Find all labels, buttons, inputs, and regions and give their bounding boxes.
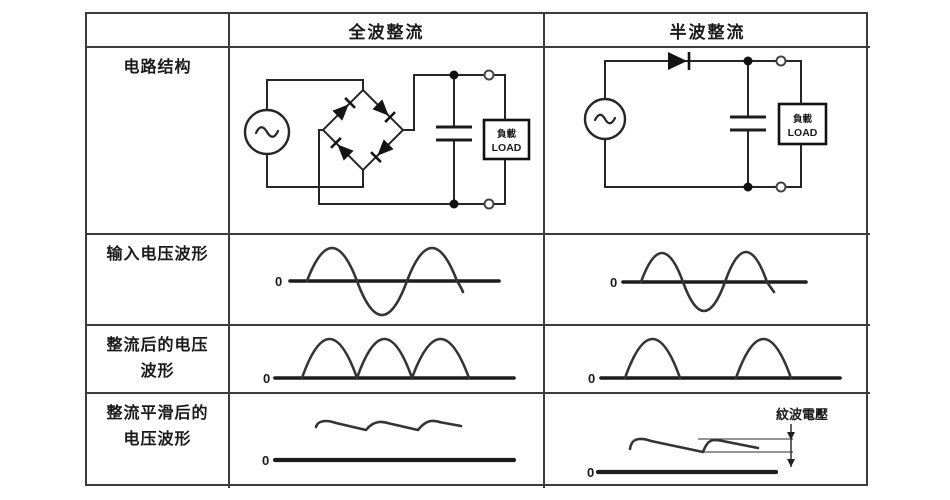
row-label-rectified-waveform: 整流后的电压 波形 xyxy=(87,326,230,394)
zero-label: 0 xyxy=(275,274,282,289)
diode-icon xyxy=(370,139,394,163)
row-label-smoothed-waveform: 整流平滑后的 电压波形 xyxy=(87,394,230,488)
header-full-wave: 全波整流 xyxy=(230,14,545,48)
output-terminal xyxy=(775,55,787,67)
row-label-text: 整流平滑后的 xyxy=(106,405,209,422)
diode-icon xyxy=(668,52,691,70)
header-half-wave: 半波整流 xyxy=(545,14,870,48)
junction-dot xyxy=(743,56,753,66)
full-wave-circuit-diagram: 負載 LOAD xyxy=(243,69,531,210)
junction-dot xyxy=(449,199,459,209)
header-empty-cell xyxy=(87,14,230,48)
full-wave-circuit-cell: 負載 LOAD xyxy=(230,48,545,235)
sine-wave xyxy=(639,250,776,313)
zero-label: 0 xyxy=(262,453,269,468)
bridge-rectifier-icon xyxy=(321,88,405,172)
full-wave-smoothed-cell: 0 xyxy=(230,394,545,488)
wires xyxy=(604,60,802,188)
half-wave-rectified-cell: 0 xyxy=(545,326,870,394)
output-terminal xyxy=(775,181,787,193)
load-label-zh: 負載 xyxy=(497,128,517,140)
sine-wave xyxy=(305,246,465,317)
junction-dot xyxy=(743,182,753,192)
ripple-voltage-label: 紋波電壓 xyxy=(776,407,828,422)
load-label-en: LOAD xyxy=(492,142,522,154)
diode-icon xyxy=(330,137,354,161)
rectified-humps xyxy=(300,337,471,380)
ac-source-icon xyxy=(583,97,627,141)
load-label-zh: 負載 xyxy=(793,113,813,125)
load-box: 負載 LOAD xyxy=(482,118,531,161)
row-label-text: 电路结构 xyxy=(123,59,192,76)
full-wave-smoothed-waveform: 0 xyxy=(262,419,517,468)
junction-dot xyxy=(449,70,459,80)
capacitor-icon xyxy=(730,60,766,188)
ripple-dimension-arrow xyxy=(787,424,795,467)
row-label-text: 整流后的电压 xyxy=(106,337,209,354)
diode-icon xyxy=(372,99,396,123)
row-label-text: 输入电压波形 xyxy=(106,246,209,263)
comparison-table: 全波整流 半波整流 电路结构 xyxy=(85,12,870,488)
zero-label: 0 xyxy=(588,371,595,386)
row-label-text: 电压波形 xyxy=(123,431,192,449)
ripple-wave xyxy=(628,437,760,454)
diode-icon xyxy=(332,97,356,121)
full-wave-input-cell: 0 xyxy=(230,235,545,326)
half-wave-smoothed-cell: 紋波電壓 0 xyxy=(545,394,870,488)
ripple-wave xyxy=(314,419,463,432)
full-wave-rectified-cell: 0 xyxy=(230,326,545,394)
capacitor-icon xyxy=(436,74,472,205)
half-wave-rectified-waveform: 0 xyxy=(588,337,842,386)
rectified-humps xyxy=(623,337,793,380)
load-label-en: LOAD xyxy=(788,127,818,139)
full-wave-input-waveform: 0 xyxy=(275,246,501,317)
row-label-text: 波形 xyxy=(140,363,175,381)
row-label-input-waveform: 输入电压波形 xyxy=(87,235,230,326)
full-wave-rectified-waveform: 0 xyxy=(263,337,516,386)
zero-label: 0 xyxy=(587,465,594,480)
row-label-circuit-structure: 电路结构 xyxy=(87,48,230,235)
load-box: 負載 LOAD xyxy=(777,102,828,146)
output-terminal xyxy=(483,69,495,81)
zero-label: 0 xyxy=(263,371,270,386)
ac-source-icon xyxy=(243,108,291,156)
wires xyxy=(266,74,506,205)
zero-label: 0 xyxy=(610,275,617,290)
half-wave-circuit-cell: 負載 LOAD xyxy=(545,48,870,235)
half-wave-smoothed-waveform: 紋波電壓 0 xyxy=(587,407,828,480)
half-wave-input-cell: 0 xyxy=(545,235,870,326)
output-terminal xyxy=(483,198,495,210)
half-wave-input-waveform: 0 xyxy=(610,250,808,313)
half-wave-circuit-diagram: 負載 LOAD xyxy=(583,52,828,193)
